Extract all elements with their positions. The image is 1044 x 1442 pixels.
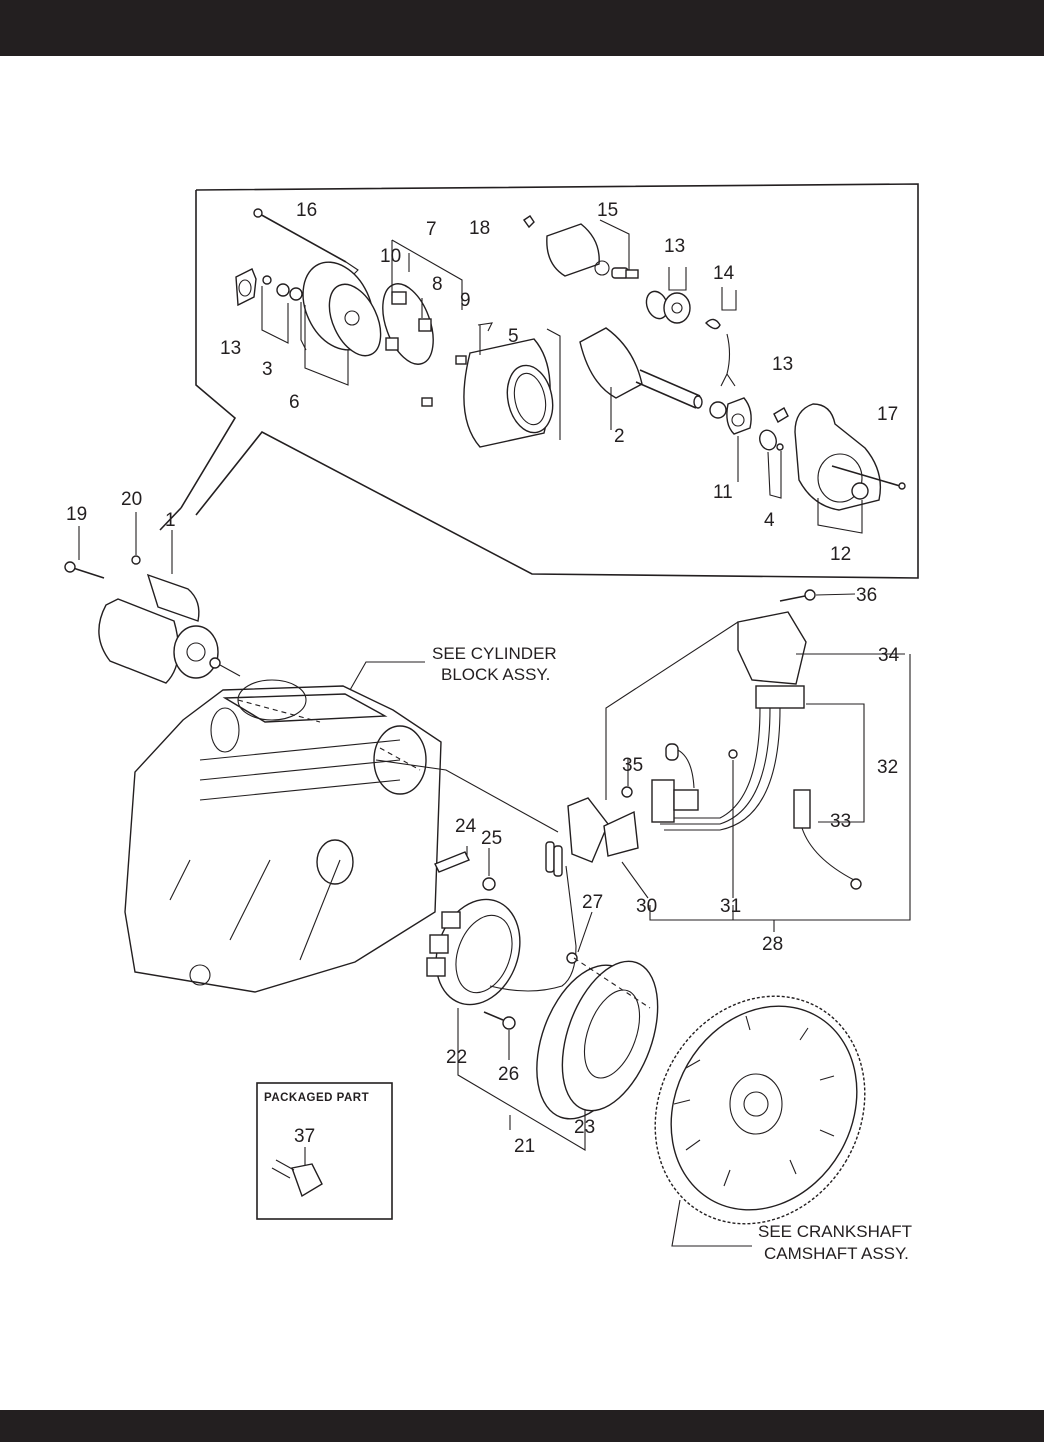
callout-14: 14 (713, 263, 735, 284)
starter-detail-frame (159, 183, 919, 579)
callout-13-right: 13 (772, 354, 793, 375)
gasket-part (235, 268, 257, 307)
callout-37: 37 (294, 1126, 315, 1147)
plate-set-part (645, 267, 691, 324)
leader-cylinder-note (349, 661, 425, 691)
callout-2: 2 (614, 426, 625, 447)
callout-1: 1 (165, 510, 176, 531)
rotor-part (536, 957, 659, 1120)
fasteners-part (434, 846, 593, 1060)
brush-holder-part (382, 239, 463, 365)
footer-bar (0, 1410, 1044, 1442)
callout-15: 15 (597, 200, 618, 221)
callout-labels: 16 13 3 6 7 10 8 9 5 18 15 13 14 2 13 17… (66, 200, 900, 1157)
yoke-part (421, 322, 561, 448)
callout-24: 24 (455, 816, 477, 837)
reference-notes: SEE CYLINDER BLOCK ASSY. SEE CRANKSHAFT … (264, 644, 912, 1263)
callout-4: 4 (764, 510, 775, 531)
callout-21: 21 (514, 1136, 535, 1157)
callout-26: 26 (498, 1064, 519, 1085)
rear-cover-part (302, 261, 382, 386)
callout-8: 8 (432, 274, 443, 295)
callout-17: 17 (877, 404, 898, 425)
callout-31: 31 (720, 896, 741, 917)
callout-27: 27 (582, 892, 603, 913)
callout-6: 6 (289, 392, 300, 413)
callout-5: 5 (508, 326, 519, 347)
callout-13-middle: 13 (664, 236, 685, 257)
flywheel-part (654, 995, 866, 1247)
crankshaft-note-line1: SEE CRANKSHAFT (758, 1222, 912, 1241)
crankshaft-note-line2: CAMSHAFT ASSY. (764, 1244, 909, 1263)
control-box-leaders (375, 621, 911, 932)
shift-lever-part (705, 287, 737, 387)
callout-7: 7 (426, 219, 437, 240)
callout-20: 20 (121, 489, 142, 510)
callout-16: 16 (296, 200, 317, 221)
callout-32: 32 (877, 757, 898, 778)
control-box-part (737, 589, 905, 685)
stop-ring-part (759, 407, 789, 499)
cylinder-block-part (124, 679, 442, 993)
stator-leaders (457, 1008, 586, 1151)
callout-33: 33 (830, 811, 851, 832)
callout-11: 11 (713, 482, 733, 503)
callout-28: 28 (762, 934, 783, 955)
starter-motor-part (64, 555, 241, 684)
wire-harness-part (651, 685, 865, 890)
front-bracket-part (794, 403, 906, 534)
packaged-part-title: PACKAGED PART (264, 1092, 369, 1104)
callout-22: 22 (446, 1047, 467, 1068)
callout-35: 35 (622, 755, 643, 776)
callout-10: 10 (380, 246, 401, 267)
callout-9: 9 (460, 290, 471, 311)
callout-19: 19 (66, 504, 87, 525)
callout-30: 30 (636, 896, 657, 917)
callout-25: 25 (481, 828, 502, 849)
pinion-clutch-part (709, 397, 752, 482)
bracket-part (567, 749, 738, 899)
cylinder-block-note-line2: BLOCK ASSY. (441, 665, 550, 684)
callout-13-left: 13 (220, 338, 241, 359)
callout-23: 23 (574, 1117, 595, 1138)
header-bar (0, 0, 1044, 56)
stator-part (426, 841, 577, 1006)
packaged-part-box (256, 1082, 393, 1220)
callout-18: 18 (469, 218, 490, 239)
magnetic-switch-part (523, 215, 639, 279)
callout-36: 36 (856, 585, 877, 606)
callout-3: 3 (262, 359, 273, 380)
callout-34: 34 (878, 645, 900, 666)
cylinder-block-note-line1: SEE CYLINDER (432, 644, 557, 663)
callout-12: 12 (830, 544, 851, 565)
armature-part (579, 327, 703, 430)
